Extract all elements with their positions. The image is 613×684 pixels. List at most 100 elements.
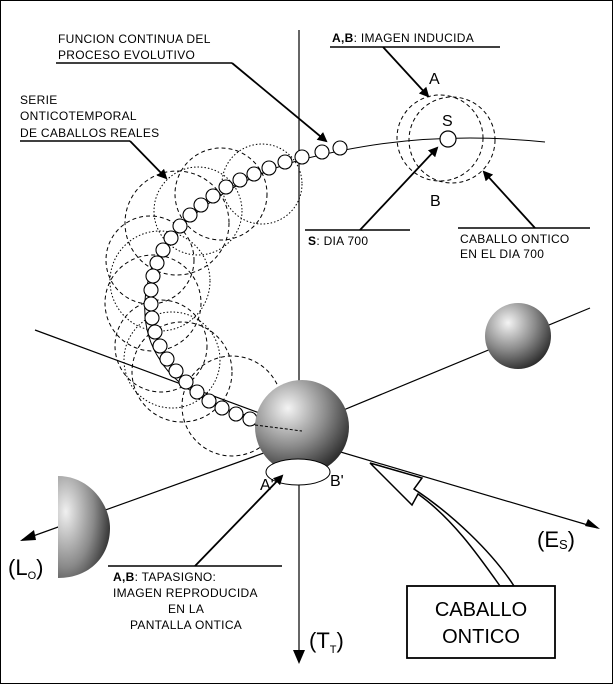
real-horse-circle bbox=[163, 230, 179, 246]
series-circle bbox=[105, 215, 195, 305]
ab-induced-bold: A,B bbox=[332, 31, 354, 45]
label-underlines bbox=[20, 46, 590, 567]
sphere-dash-line bbox=[254, 424, 303, 432]
ab-induced-text: : IMAGEN INDUCIDA bbox=[354, 31, 474, 45]
real-horse-circle bbox=[218, 179, 234, 195]
caballo700-arrow bbox=[482, 170, 536, 229]
tapasigno-text: : TAPASIGNO: bbox=[135, 570, 217, 584]
lo-axis-close: ) bbox=[36, 555, 43, 580]
tt-axis-close: ) bbox=[337, 628, 344, 653]
series-circle bbox=[174, 147, 268, 241]
funcion-label-line1: FUNCION CONTINUA DEL bbox=[58, 32, 211, 46]
es-axis-main: (E bbox=[537, 527, 559, 552]
s-day700-text: : DIA 700 bbox=[316, 234, 368, 248]
real-horse-circle bbox=[168, 363, 184, 379]
ontotemporal-series bbox=[104, 137, 546, 457]
series-circle-dotted bbox=[123, 311, 221, 409]
serie-label-line3: DE CABALLOS REALES bbox=[20, 126, 159, 140]
series-circle bbox=[124, 170, 230, 276]
day700-dashed-circle-a bbox=[396, 94, 484, 182]
real-horse-circle bbox=[144, 310, 160, 326]
s-day700-label: S: DIA 700 bbox=[308, 234, 368, 248]
day700-dashed-circle-b bbox=[408, 96, 496, 184]
lo-axis-label: (LO) bbox=[8, 555, 43, 582]
series-circle bbox=[131, 321, 233, 423]
real-horse-circle bbox=[332, 140, 348, 156]
tt-axis-label: (TT) bbox=[309, 628, 344, 656]
real-horse-circle bbox=[145, 268, 161, 284]
time-axis-arrowhead bbox=[293, 650, 305, 664]
tapasigno-bold: A,B bbox=[113, 570, 135, 584]
es-axis-label: (ES) bbox=[537, 527, 575, 552]
point-a-prime-label: A' bbox=[260, 477, 274, 494]
ab-arrow bbox=[382, 46, 430, 98]
lo-axis-arrowhead bbox=[20, 530, 36, 541]
tapasigno-label-line3: EN LA bbox=[168, 602, 204, 616]
real-horse-circle bbox=[314, 144, 330, 160]
real-horse-circle bbox=[182, 207, 198, 223]
spheres bbox=[58, 303, 551, 578]
real-horse-circle bbox=[294, 149, 310, 165]
point-b-prime-label: B' bbox=[330, 473, 344, 490]
series-circle-dotted bbox=[153, 166, 243, 256]
es-axis-sub: S bbox=[559, 537, 568, 552]
point-s-label: S bbox=[442, 113, 453, 130]
ontic-screen-cap bbox=[265, 458, 331, 486]
right-small-sphere bbox=[485, 303, 551, 369]
real-horse-circle bbox=[201, 393, 217, 409]
real-horse-circle bbox=[277, 154, 293, 170]
real-horse-circle bbox=[155, 242, 171, 258]
s-day700-bold: S bbox=[308, 234, 316, 248]
pointer-arrows bbox=[129, 46, 536, 567]
es-axis bbox=[299, 439, 599, 529]
ontic-horse-sphere bbox=[255, 380, 349, 474]
lo-axis-main: (L bbox=[8, 555, 28, 580]
real-horse-circle bbox=[178, 374, 194, 390]
serie-label-line1: SERIE bbox=[20, 93, 58, 107]
caballo700-label-line2: EN EL DIA 700 bbox=[460, 247, 544, 261]
caballo-ontico-big-arrow bbox=[369, 462, 516, 587]
tapasigno-label-line2: IMAGEN REPRODUCIDA bbox=[113, 586, 258, 600]
real-horse-circle bbox=[261, 160, 277, 176]
left-half-sphere-body bbox=[58, 476, 110, 578]
caballo-ontico-box-line2: ONTICO bbox=[442, 626, 520, 648]
caballo-ontico-box-line1: CABALLO bbox=[435, 599, 527, 621]
series-circle-dotted bbox=[221, 143, 303, 225]
caballo700-label-line1: CABALLO ONTICO bbox=[460, 232, 570, 246]
caballo-ontico-box bbox=[406, 585, 556, 659]
s-arrow bbox=[359, 146, 439, 231]
real-horse-circle bbox=[149, 255, 165, 271]
funcion-arrow bbox=[231, 62, 328, 143]
lo-axis-sub: O bbox=[28, 570, 37, 582]
real-horse-circle bbox=[193, 197, 209, 213]
real-horse-circle bbox=[205, 188, 221, 204]
series-circle bbox=[114, 299, 208, 393]
real-horse-circle bbox=[143, 296, 159, 312]
es-axis-arrowhead bbox=[585, 519, 600, 529]
real-horse-circle bbox=[246, 166, 262, 182]
tapasigno-label-line1: A,B: TAPASIGNO: bbox=[113, 570, 216, 584]
serie-arrow bbox=[129, 140, 168, 180]
real-horse-circle bbox=[232, 172, 248, 188]
es-axis-close: ) bbox=[568, 527, 575, 552]
serie-label-line2: ONTICOTEMPORAL bbox=[20, 109, 137, 123]
continuous-function-curve bbox=[144, 137, 546, 419]
real-horse-circle bbox=[143, 282, 159, 298]
series-circle bbox=[104, 254, 202, 352]
real-horse-circle bbox=[147, 324, 163, 340]
real-horse-circle bbox=[152, 338, 168, 354]
point-b-label: B bbox=[430, 193, 441, 210]
day-700-group bbox=[396, 94, 496, 184]
real-horse-circle bbox=[159, 351, 175, 367]
real-horse-circle bbox=[172, 218, 188, 234]
upper-axis-line bbox=[34, 329, 301, 429]
point-a-label: A bbox=[429, 71, 440, 88]
funcion-label-line2: PROCESO EVOLUTIVO bbox=[58, 48, 195, 62]
day700-horse-circle bbox=[439, 130, 457, 148]
tt-axis-sub: T bbox=[330, 644, 337, 656]
real-horse-circle bbox=[189, 384, 205, 400]
tapasigno-label-line4: PANTALLA ONTICA bbox=[130, 618, 242, 632]
real-horse-circle bbox=[214, 400, 230, 416]
